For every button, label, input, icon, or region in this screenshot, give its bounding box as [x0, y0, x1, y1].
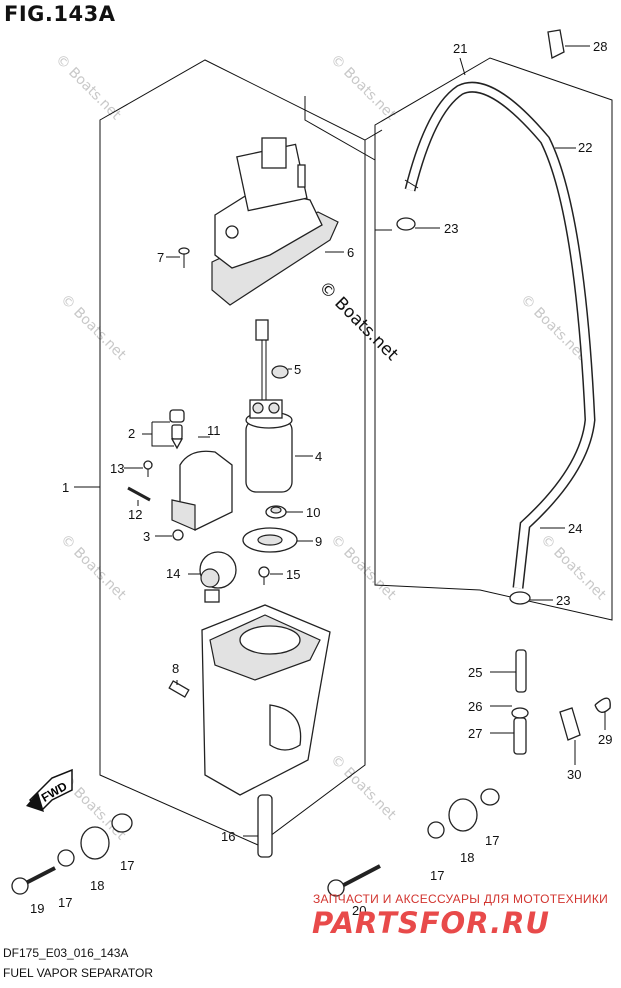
figure-name: FUEL VAPOR SEPARATOR [3, 966, 154, 980]
figure-code: DF175_E03_016_143A [3, 946, 129, 960]
hose-group-outline [374, 57, 613, 621]
callout-number: 15 [286, 567, 300, 582]
watermark-text-center: © Boats.net [314, 277, 402, 365]
watermark-text: © Boats.net [327, 52, 399, 124]
callout-number: 5 [294, 362, 301, 377]
clamp-part-23 [396, 217, 416, 231]
callout-number: 16 [221, 829, 235, 844]
watermark-text: © Boats.net [57, 532, 129, 604]
callout-number: 20 [352, 903, 366, 918]
assembly-outline [99, 59, 366, 846]
callout-number: 17 [58, 895, 72, 910]
callout-number: 9 [315, 534, 322, 549]
callout-number: 23 [444, 221, 458, 236]
callout-number: 17 [120, 858, 134, 873]
callout-number: 24 [568, 521, 582, 536]
callout-number: 18 [90, 878, 104, 893]
screw-part-8 [168, 680, 190, 698]
tube-part-26 [513, 717, 527, 755]
clamp-part-30 [559, 707, 581, 741]
pipe-part-27 [515, 649, 527, 693]
callout-number: 4 [315, 449, 322, 464]
callout-number: 22 [578, 140, 592, 155]
grommet-shape [271, 365, 289, 379]
callout-number: 17 [485, 833, 499, 848]
harness-part [255, 319, 289, 400]
callout-number: 2 [128, 426, 135, 441]
clamp-part-23 [509, 591, 531, 605]
callout-number: 3 [143, 529, 150, 544]
screw-part-15 [258, 566, 270, 585]
callout-group: 1 2 3 4 5 6 7 8 9 10 11 12 13 14 15 16 1… [30, 39, 612, 918]
callout-number: 10 [306, 505, 320, 520]
plug-shape [255, 319, 269, 341]
grommet-part-10 [265, 505, 287, 519]
bracket-part-9 [242, 527, 298, 553]
callout-number: 21 [453, 41, 467, 56]
callout-number: 11 [207, 423, 221, 438]
callout-number: 12 [128, 507, 142, 522]
connector-line [364, 129, 383, 141]
watermark-text: © Boats.net [327, 532, 399, 604]
callout-number: 28 [593, 39, 607, 54]
shop-logo: PARTSFOR.RU [312, 906, 550, 940]
shop-tagline: ЗАПЧАСТИ И АКСЕССУАРЫ ДЛЯ МОТОТЕХНИКИ [313, 892, 609, 906]
nipple-shape [297, 164, 306, 188]
mounting-hardware-left [11, 813, 133, 895]
callout-number: 13 [110, 461, 124, 476]
valve-part-14 [199, 551, 237, 603]
clip-part-29 [594, 697, 611, 713]
callout-number: 17 [430, 868, 444, 883]
watermark-text: © Boats.net [537, 532, 609, 604]
connector-block [261, 137, 287, 169]
callout-number: 26 [468, 699, 482, 714]
callout-number: 23 [556, 593, 570, 608]
separator-body-part [201, 604, 331, 796]
cover-part-11 [171, 450, 233, 531]
fwd-direction-arrow: FWD [26, 768, 73, 812]
screw-part-3 [172, 529, 184, 541]
pump-body [245, 419, 293, 493]
leader-lines [74, 45, 606, 837]
mounting-hardware-right [327, 788, 500, 897]
pump-cover-part [211, 137, 339, 306]
clamp-part-25 [511, 707, 529, 719]
watermark-text: © Boats.net [327, 752, 399, 824]
callout-number: 1 [62, 480, 69, 495]
watermark-text: © Boats.net [57, 292, 129, 364]
screw-part-13 [143, 460, 153, 477]
gasket-shape [211, 211, 339, 306]
callout-number: 8 [172, 661, 179, 676]
connector-line [304, 96, 392, 231]
callout-number: 6 [347, 245, 354, 260]
callout-number: 7 [157, 250, 164, 265]
tube-part-16 [257, 794, 273, 858]
callout-number: 30 [567, 767, 581, 782]
clip-part-28 [547, 29, 565, 59]
callout-number: 14 [166, 566, 180, 581]
pin-part-12 [127, 486, 151, 502]
figure-title: FIG.143A [4, 2, 116, 26]
screw-part-7 [178, 247, 190, 268]
callout-number: 18 [460, 850, 474, 865]
callout-number: 19 [30, 901, 44, 916]
callout-number: 27 [468, 726, 482, 741]
callout-number: 25 [468, 665, 482, 680]
fuel-pump-part [245, 399, 293, 493]
callout-number: 29 [598, 732, 612, 747]
fitting-part-2 [169, 409, 185, 450]
post-shape [225, 225, 239, 239]
